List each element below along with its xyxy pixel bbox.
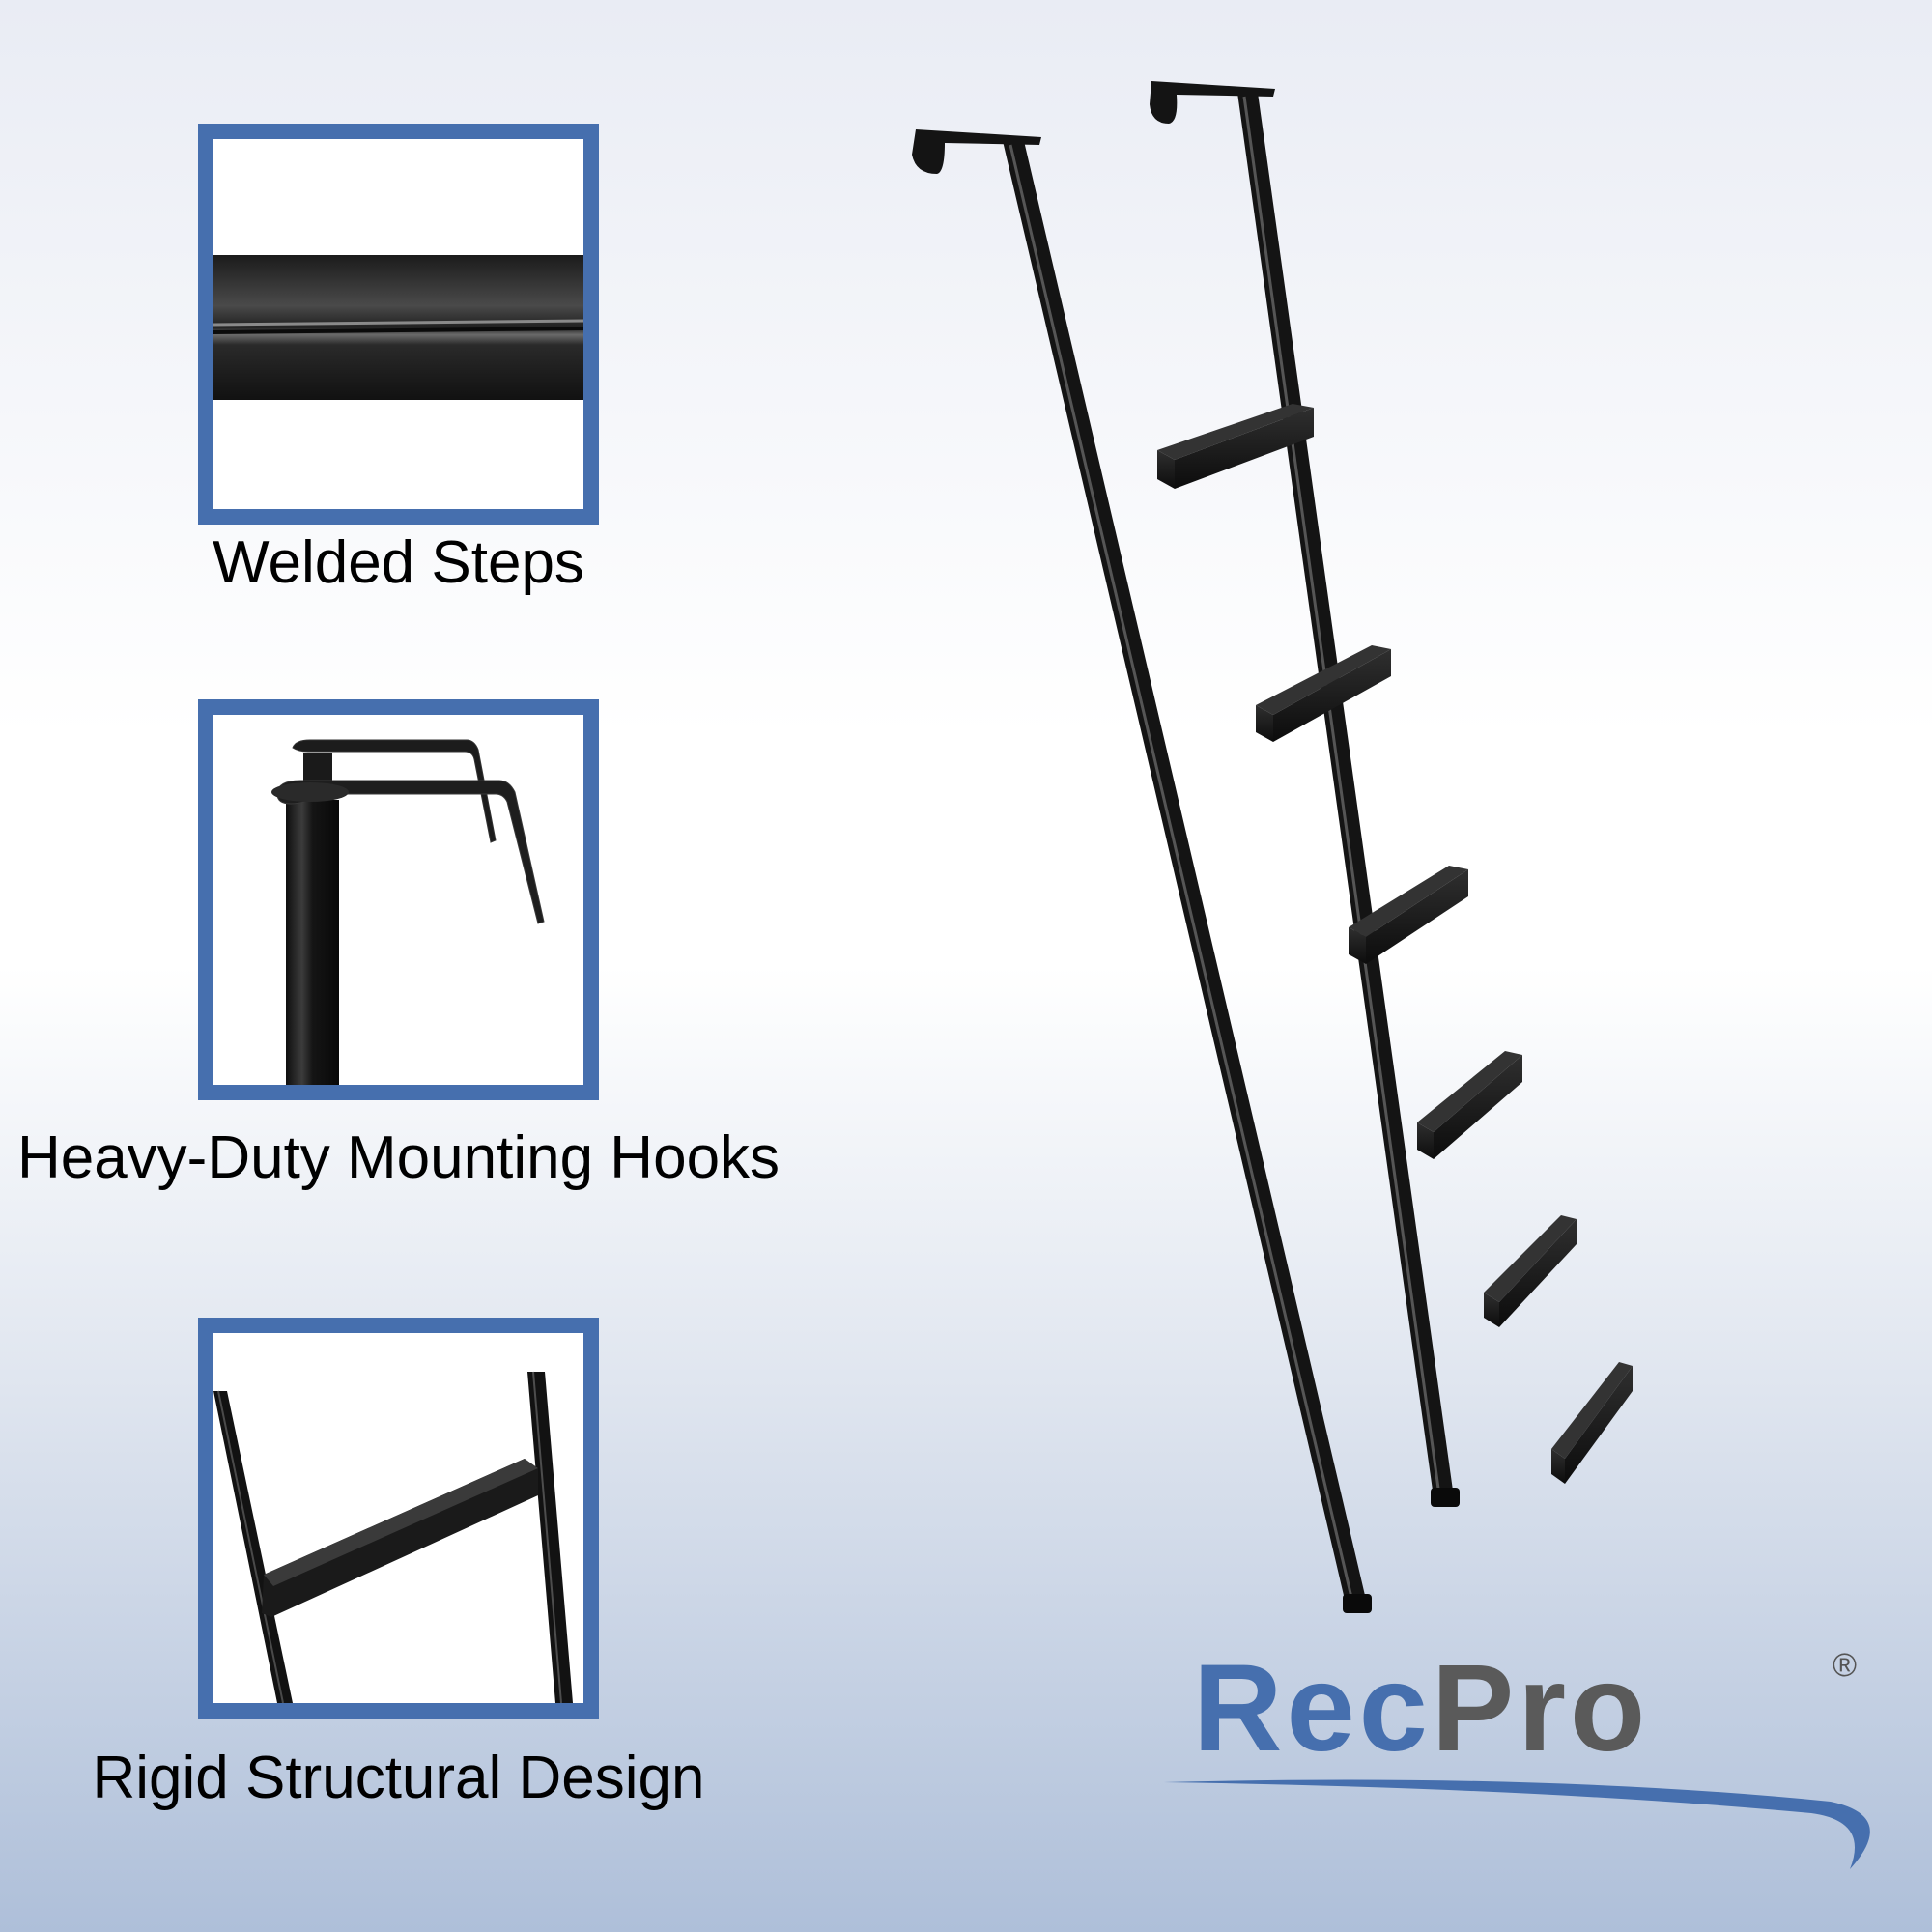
- recpro-logo: RecPro ®: [1154, 1647, 1889, 1879]
- bunk-ladder-image: [869, 58, 1739, 1642]
- mounting-hooks-label: Heavy-Duty Mounting Hooks: [16, 1124, 781, 1191]
- ladder-rung-closeup-image: [213, 1333, 583, 1703]
- mounting-hooks-image-frame: [198, 699, 599, 1100]
- mounting-hooks-closeup-image: [213, 715, 583, 1085]
- brand-name-rec: Rec: [1193, 1639, 1432, 1777]
- rigid-design-label: Rigid Structural Design: [92, 1745, 705, 1811]
- brand-name-pro: Pro: [1431, 1639, 1650, 1777]
- recpro-wordmark: RecPro: [1193, 1647, 1649, 1771]
- welded-steps-image-frame: [198, 124, 599, 525]
- welded-step-closeup-image: [213, 139, 583, 509]
- rigid-design-image-frame: [198, 1318, 599, 1719]
- logo-swoosh-icon: [1164, 1779, 1870, 1869]
- registered-mark: ®: [1833, 1647, 1858, 1684]
- welded-steps-label: Welded Steps: [213, 529, 584, 596]
